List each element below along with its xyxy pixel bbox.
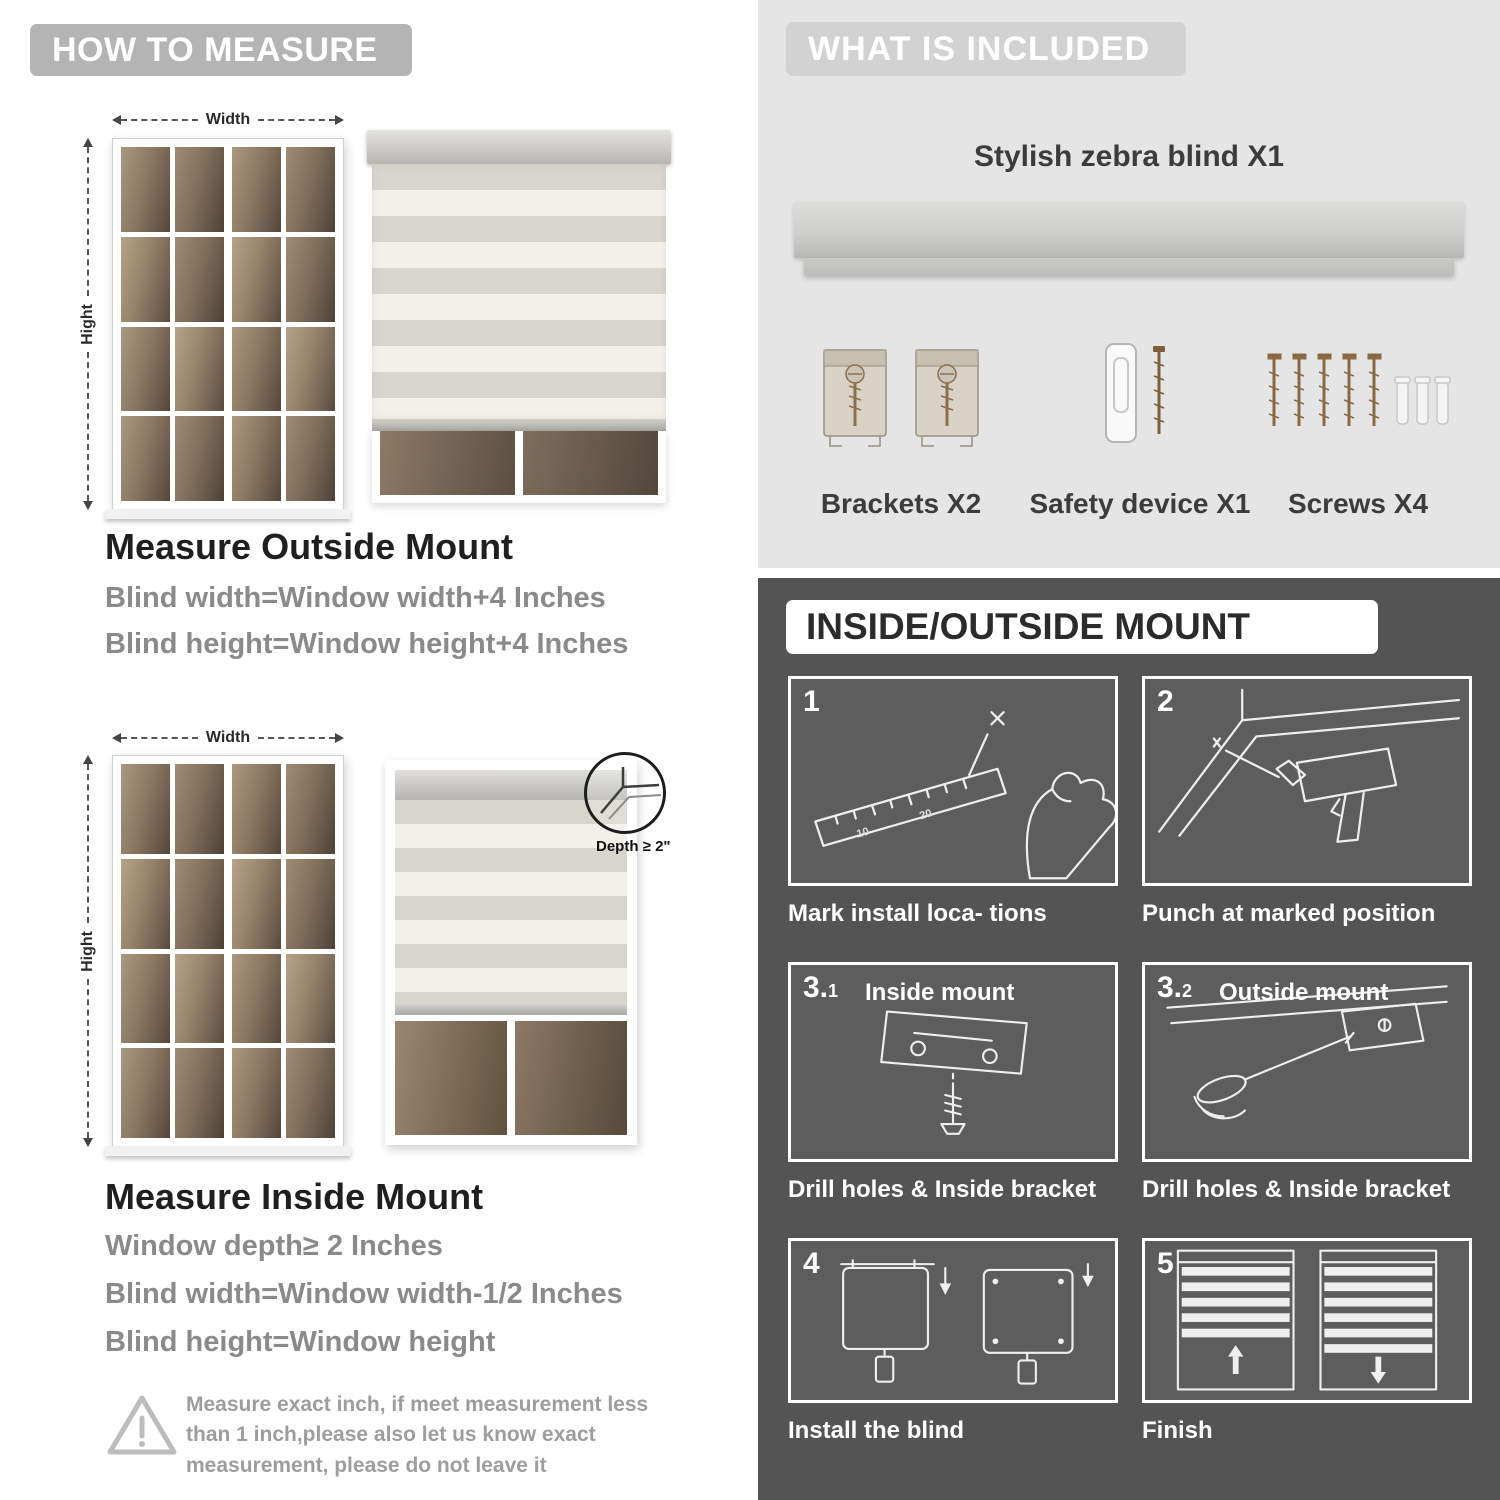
step-2-caption: Punch at marked position — [1142, 900, 1436, 927]
step-3-1-caption: Drill holes & Inside bracket — [788, 1176, 1097, 1203]
arrow-right-icon — [335, 733, 344, 743]
inside-rule-depth: Window depth≥ 2 Inches — [105, 1230, 443, 1262]
depth-callout-circle — [584, 752, 666, 834]
warning-triangle-icon — [107, 1395, 177, 1455]
blind-zebra-fabric — [395, 800, 627, 1005]
what-is-included-section: WHAT IS INCLUDED Stylish zebra blind X1 — [758, 0, 1500, 568]
height-label: Hight — [79, 303, 96, 345]
step-2-panel: 2 — [1142, 676, 1472, 886]
window-sash-left — [121, 764, 224, 1138]
how-to-measure-section: HOW TO MEASURE Width Hight — [30, 24, 671, 1477]
screws-icon — [1267, 353, 1451, 426]
zebra-blind-item-label: Stylish zebra blind X1 — [973, 140, 1285, 173]
window-sill — [105, 1146, 351, 1156]
arrow-left-icon — [112, 733, 121, 743]
arrow-left-icon — [112, 115, 121, 125]
inside-rule-height: Blind height=Window height — [105, 1326, 496, 1358]
step-number: 3.1 — [803, 971, 839, 1004]
blind-bottom-rail — [395, 1005, 627, 1015]
step-number: 2 — [1157, 685, 1174, 718]
step-title: Inside mount — [865, 979, 1015, 1006]
zebra-blind-illustration-outside — [367, 130, 671, 503]
step-3-1-cell: 3.1 Inside mount Drill holes & Inside br… — [788, 962, 1118, 1204]
step-3-2-cell: 3.2 Outside mount Drill holes & Inside b… — [1142, 962, 1472, 1204]
step-3-1-panel: 3.1 Inside mount — [788, 962, 1118, 1162]
finish-blinds-icon — [1176, 1249, 1438, 1391]
mount-steps-grid: 1 10 20 Mark install loca- tions — [788, 676, 1472, 1445]
step-5-cell: 5 — [1142, 1238, 1472, 1445]
window-sash-right — [232, 764, 335, 1138]
window-illustration-outside — [105, 138, 351, 519]
step-number: 5 — [1157, 1247, 1174, 1280]
headrail-illustration — [794, 202, 1464, 258]
window-illustration-inside — [105, 755, 351, 1156]
outside-rule-width: Blind width=Window width+4 Inches — [105, 582, 606, 614]
screws-label: Screws X4 — [1287, 488, 1429, 519]
inside-mount-title: Measure Inside Mount — [105, 1176, 484, 1217]
mount-guide-section: INSIDE/OUTSIDE MOUNT 1 10 20 — [758, 578, 1500, 1500]
blind-bottom-rail — [372, 419, 666, 431]
blind-headrail — [367, 130, 671, 164]
window-sash-right — [232, 147, 335, 501]
width-label: Width — [205, 111, 251, 128]
step-number: 3.2 — [1157, 971, 1193, 1004]
window-below-blind — [372, 431, 666, 503]
height-arrow-outside: Hight — [76, 138, 100, 510]
width-arrow-outside: Width — [112, 108, 344, 132]
step-number: 4 — [803, 1247, 820, 1280]
drill-icon — [1158, 688, 1460, 843]
step-1-panel: 1 10 20 — [788, 676, 1118, 886]
step-4-caption: Install the blind — [788, 1417, 965, 1444]
step-1-caption: Mark install loca- tions — [788, 900, 1047, 927]
outside-mount-title: Measure Outside Mount — [105, 526, 514, 567]
safety-device-label: Safety device X1 — [1029, 488, 1251, 519]
brackets-label: Brackets X2 — [820, 488, 982, 519]
arrow-up-icon — [83, 755, 93, 764]
svg-text:20: 20 — [918, 807, 933, 822]
step-title: Outside mount — [1219, 979, 1389, 1006]
mark-locations-icon: 10 20 — [814, 711, 1115, 880]
step-1-cell: 1 10 20 Mark install loca- tions — [788, 676, 1118, 928]
step-4-cell: 4 Install the blind — [788, 1238, 1118, 1445]
measure-warning-text: Measure exact inch, if meet measurement … — [186, 1393, 649, 1477]
how-to-measure-header: HOW TO MEASURE — [30, 24, 412, 76]
window-sash-left — [121, 147, 224, 501]
step-number: 1 — [803, 685, 820, 718]
headrail-lip — [804, 258, 1454, 275]
outside-rule-height: Blind height=Window height+4 Inches — [105, 628, 629, 660]
zebra-blind-illustration-inside — [385, 760, 637, 1145]
arrow-down-icon — [83, 501, 93, 510]
install-blind-icon — [840, 1259, 1094, 1385]
step-3-2-caption: Drill holes & Inside bracket — [1142, 1176, 1451, 1203]
width-arrow-inside: Width — [112, 726, 344, 750]
width-label: Width — [205, 729, 251, 746]
outside-bracket-icon — [1166, 985, 1448, 1120]
inside-bracket-icon — [880, 1010, 1028, 1135]
blind-zebra-fabric — [372, 164, 666, 419]
window-below-blind — [395, 1015, 627, 1135]
arrow-right-icon — [335, 115, 344, 125]
arrow-up-icon — [83, 138, 93, 147]
svg-text:10: 10 — [855, 826, 870, 841]
window-sill — [105, 509, 351, 519]
step-5-panel: 5 — [1142, 1238, 1472, 1403]
step-5-caption: Finish — [1142, 1417, 1213, 1444]
brackets-icon — [823, 349, 979, 447]
step-2-cell: 2 Punch at marked position — [1142, 676, 1472, 928]
depth-label: Depth ≥ 2" — [596, 838, 671, 855]
inside-rule-width: Blind width=Window width-1/2 Inches — [105, 1278, 623, 1310]
mount-guide-header: INSIDE/OUTSIDE MOUNT — [786, 600, 1378, 654]
safety-device-icon — [1105, 343, 1165, 443]
step-3-2-panel: 3.2 Outside mount — [1142, 962, 1472, 1162]
height-arrow-inside: Hight — [76, 755, 100, 1147]
arrow-down-icon — [83, 1138, 93, 1147]
step-4-panel: 4 — [788, 1238, 1118, 1403]
height-label: Hight — [79, 930, 96, 972]
what-is-included-header: WHAT IS INCLUDED — [786, 22, 1186, 76]
corner-detail-icon — [600, 767, 662, 820]
